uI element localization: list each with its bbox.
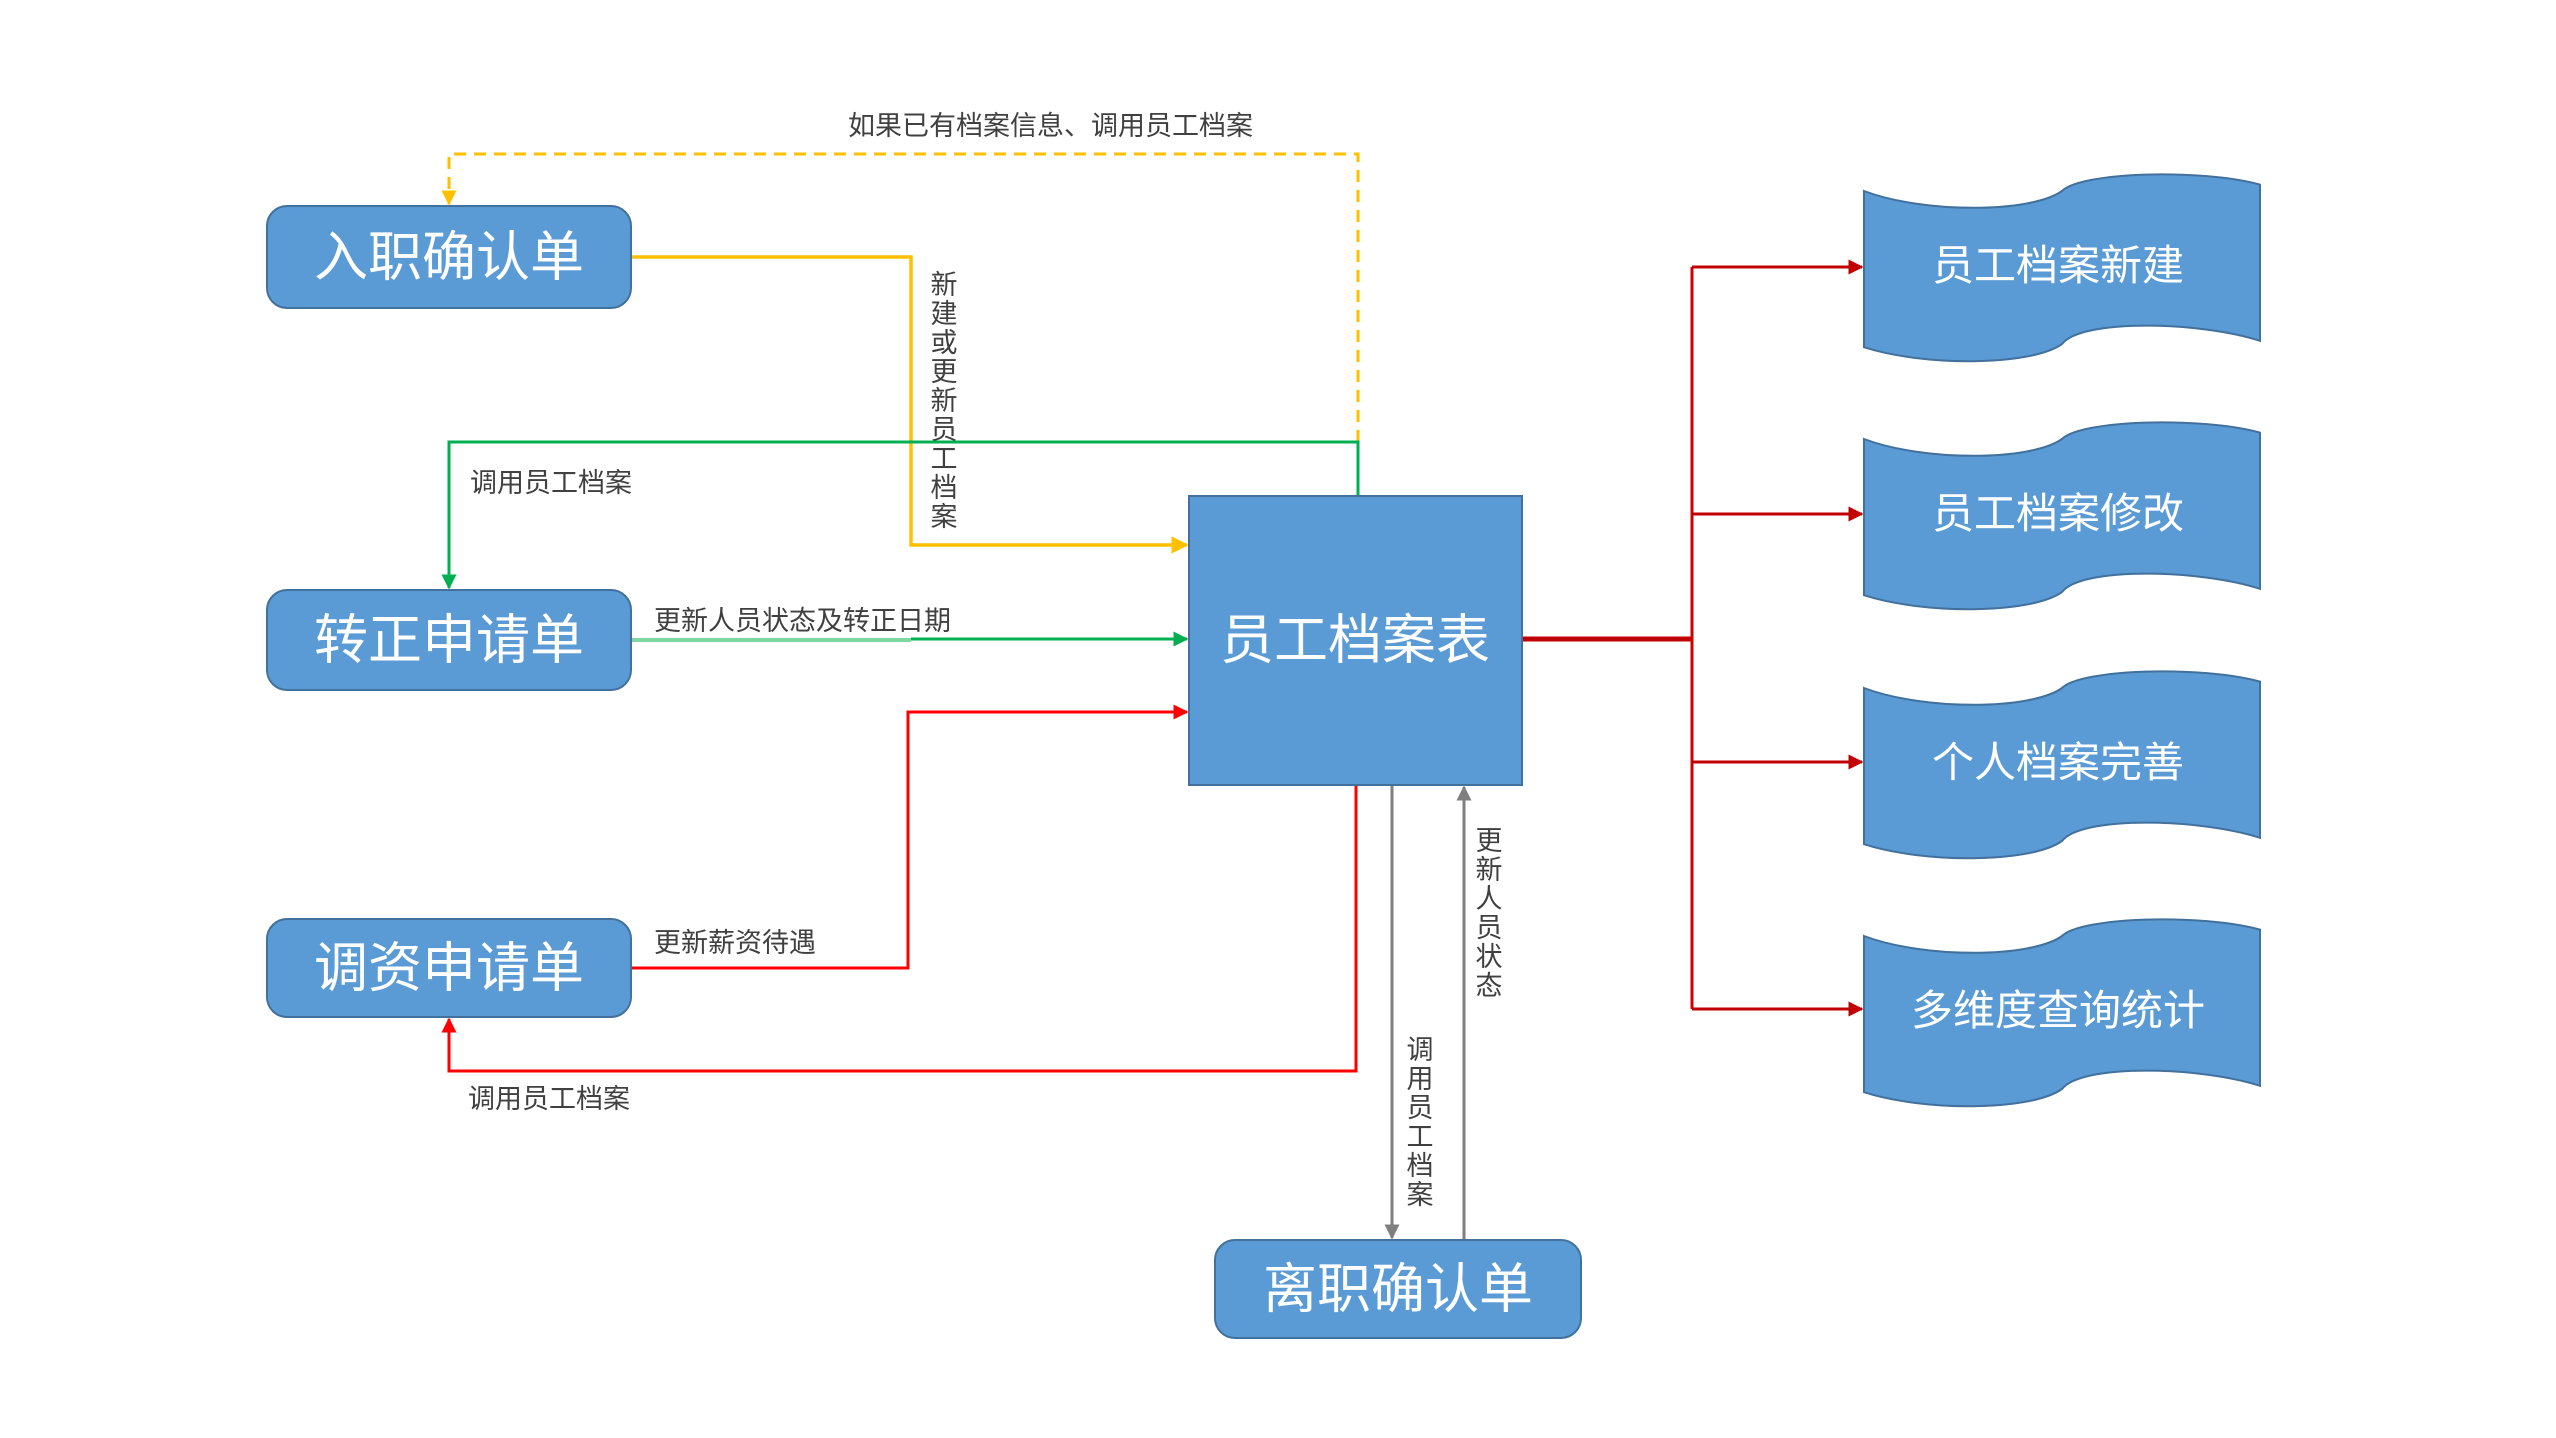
node-onboarding[interactable]: 入职确认单 <box>266 205 632 309</box>
output-node-2-label: 员工档案修改 <box>1932 489 2184 538</box>
node-regularization[interactable]: 转正申请单 <box>266 589 632 691</box>
output-node-4-shape <box>1863 918 2261 1108</box>
output-node-2[interactable]: 员工档案修改 <box>1863 421 2261 611</box>
output-node-1-label: 员工档案新建 <box>1932 241 2184 290</box>
edge-dashed-recall <box>441 152 1360 442</box>
node-salary-adjust-label: 调资申请单 <box>314 937 584 1000</box>
output-node-4-label: 多维度查询统计 <box>1911 986 2205 1035</box>
node-resignation-label: 离职确认单 <box>1263 1258 1533 1321</box>
node-onboarding-label: 入职确认单 <box>314 226 584 289</box>
edge-create-update <box>631 255 1189 554</box>
output-node-3-shape <box>1863 670 2261 860</box>
edge-label-dashed-recall: 如果已有档案信息、调用员工档案 <box>848 111 1253 142</box>
edge-update-salary <box>631 704 1189 970</box>
edge-label-create-update: 新建或更新员工档案 <box>926 270 958 531</box>
output-node-1-shape <box>1863 173 2261 363</box>
node-regularization-label: 转正申请单 <box>314 609 584 672</box>
edge-label-update-status: 更新人员状态 <box>1471 826 1503 1000</box>
output-node-4[interactable]: 多维度查询统计 <box>1863 918 2261 1108</box>
output-node-2-shape <box>1863 421 2261 611</box>
edge-recall-regularization <box>441 440 1360 590</box>
node-employee-table-label: 员工档案表 <box>1220 609 1490 672</box>
output-node-1[interactable]: 员工档案新建 <box>1863 173 2261 363</box>
edge-label-update-salary: 更新薪资待遇 <box>654 928 816 959</box>
edge-label-recall-regularization: 调用员工档案 <box>470 468 632 499</box>
edge-label-update-status-date: 更新人员状态及转正日期 <box>654 606 951 637</box>
edge-recall-salary <box>441 785 1358 1073</box>
node-resignation[interactable]: 离职确认单 <box>1214 1239 1582 1339</box>
output-node-3[interactable]: 个人档案完善 <box>1863 670 2261 860</box>
node-employee-table[interactable]: 员工档案表 <box>1188 495 1523 786</box>
edge-label-recall-salary: 调用员工档案 <box>468 1084 630 1115</box>
output-node-3-label: 个人档案完善 <box>1932 738 2184 787</box>
node-salary-adjust[interactable]: 调资申请单 <box>266 918 632 1018</box>
edge-label-recall-resignation: 调用员工档案 <box>1402 1035 1434 1209</box>
